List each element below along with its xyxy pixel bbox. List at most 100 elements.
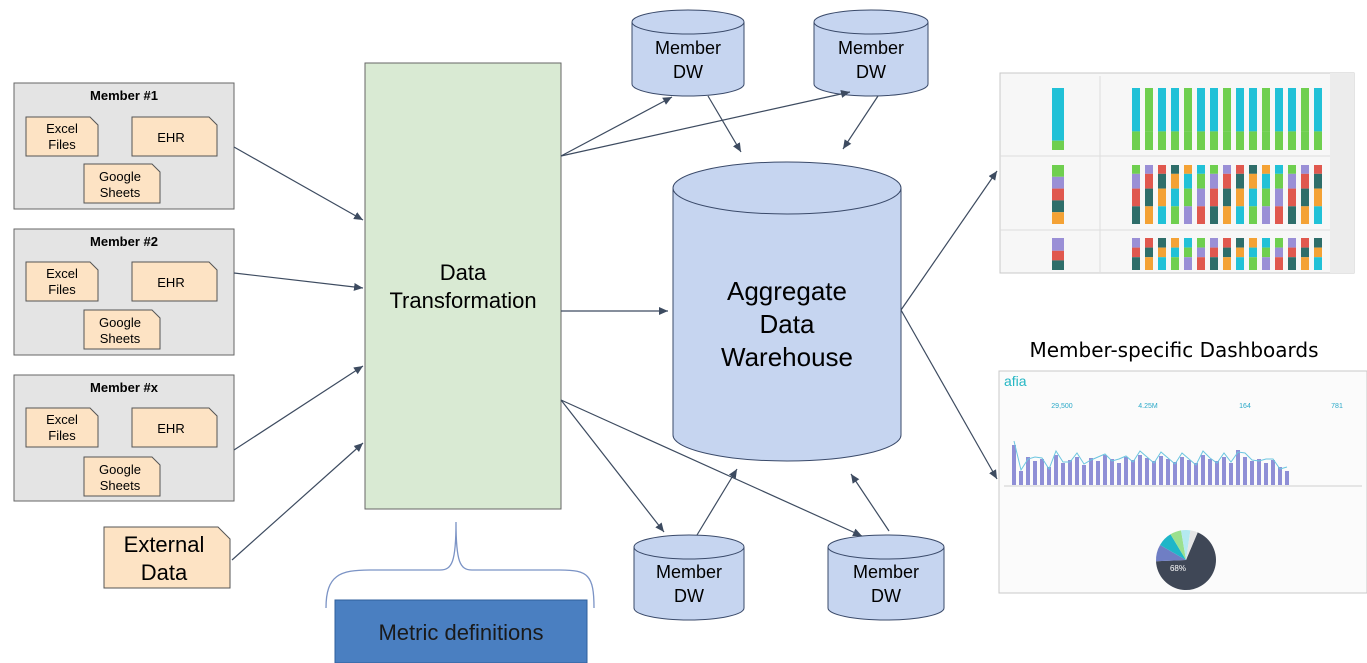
stacked-bar-segment (1262, 188, 1270, 207)
dashboard-bar (1159, 456, 1163, 485)
stacked-bar-segment (1184, 131, 1192, 150)
stacked-bar-segment (1249, 88, 1257, 132)
stacked-bar-segment (1314, 131, 1322, 150)
ehr-doc-icon (131, 407, 218, 448)
data-transformation-group: Data Transformation (364, 62, 562, 510)
stacked-bar-segment (1275, 247, 1283, 258)
dashboard-bar (1236, 450, 1240, 485)
member-title-2: Member #2 (90, 234, 158, 249)
stacked-bar-segment (1223, 173, 1231, 189)
arrow-transform-to-dw4 (560, 399, 863, 537)
cylinder-body (633, 547, 745, 621)
stacked-bar-segment (1145, 206, 1153, 224)
stacked-bar-segment (1275, 188, 1283, 207)
dashboard-bar (1012, 445, 1016, 485)
stacked-bar-segment (1184, 88, 1192, 132)
external-data-label: Data (141, 560, 188, 585)
external-data-label: External (124, 532, 205, 557)
dashboard-bar (1271, 460, 1275, 485)
aggregate-cylinder-body (672, 188, 902, 462)
stacked-bar-segment (1171, 173, 1179, 189)
dashboard-bar (1285, 471, 1289, 485)
dashboard-bar (1124, 457, 1128, 485)
stacked-bar-segment (1171, 88, 1179, 132)
stacked-bar-segment (1223, 206, 1231, 224)
member-dw-label: Member (838, 38, 904, 58)
stacked-bar-segment (1197, 188, 1205, 207)
stacked-bar-segment (1158, 238, 1166, 248)
stacked-bar-segment (1249, 131, 1257, 150)
pie-slice (1156, 532, 1216, 591)
stacked-bar-segment (1275, 206, 1283, 224)
dashboard-bar (1229, 463, 1233, 485)
stacked-bar-segment (1314, 206, 1322, 224)
dashboard-bar (1138, 455, 1142, 485)
ehr-doc-icon (131, 116, 218, 157)
dashboard-bar (1257, 459, 1261, 485)
stacked-bar-segment (1145, 88, 1153, 132)
stacked-bar-segment (1171, 247, 1179, 258)
stacked-bar-segment (1158, 173, 1166, 189)
dashboard-bar (1222, 457, 1226, 485)
stacked-bar-segment (1210, 88, 1218, 132)
ehr-doc-icon (131, 261, 218, 302)
stacked-bar-segment (1184, 247, 1192, 258)
google-sheets-label: Google (99, 169, 141, 184)
stacked-bar-segment (1301, 165, 1309, 174)
dashboard-bar (1145, 458, 1149, 485)
dashboard-bar (1110, 459, 1114, 485)
stacked-bar-segment (1052, 140, 1064, 150)
stacked-bar-segment (1052, 238, 1064, 251)
stacked-bar-segment (1171, 131, 1179, 150)
stacked-bar-segment (1288, 165, 1296, 174)
data-transformation-box (364, 62, 562, 510)
stacked-bar-segment (1314, 88, 1322, 132)
stacked-bar-segment (1184, 238, 1192, 248)
stacked-bar-segment (1132, 131, 1140, 150)
dashboard-thumbnail-1 (999, 72, 1355, 274)
pie-percent-label: 68% (1170, 564, 1186, 573)
excel-files-doc-icon (25, 261, 99, 302)
google-sheets-label: Sheets (100, 185, 141, 200)
stacked-bar-segment (1223, 257, 1231, 270)
cylinder-body (827, 547, 945, 621)
dashboard-thumbnail-2: afia 29,500 4.25M 164 781 68% (998, 370, 1367, 594)
stacked-bar-segment (1145, 173, 1153, 189)
stacked-bar-segment (1132, 188, 1140, 207)
cylinder-body (813, 22, 929, 97)
dashboard-bar (1103, 455, 1107, 485)
member-title-1: Member #1 (90, 88, 158, 103)
aggregate-label: Data (760, 309, 815, 339)
kpi-value: 164 (1239, 403, 1251, 410)
arrow-external-to-transform (231, 442, 364, 561)
stacked-bar-segment (1132, 206, 1140, 224)
stacked-bar-segment (1288, 247, 1296, 258)
arrow-memberx-to-transform (233, 365, 364, 451)
stacked-bar-segment (1184, 206, 1192, 224)
stacked-bar-segment (1052, 188, 1064, 201)
dashboard-bar (1061, 463, 1065, 485)
stacked-bar-segment (1145, 257, 1153, 270)
stacked-bar-segment (1223, 188, 1231, 207)
dashboard-bar (1278, 467, 1282, 485)
google-sheets-label: Google (99, 315, 141, 330)
pie-slice (1186, 530, 1198, 560)
excel-files-label: Excel (46, 412, 78, 427)
member-dw-label: Member (656, 562, 722, 582)
member-dw-label: DW (871, 586, 901, 606)
arrow-dw1-to-aggregate (707, 95, 742, 153)
stacked-bar-segment (1275, 173, 1283, 189)
dashboard-bar (1019, 471, 1023, 485)
metric-definitions-box (334, 599, 588, 663)
ehr-label: EHR (157, 275, 184, 290)
aggregate-label: Warehouse (721, 342, 853, 372)
stacked-bar-segment (1132, 88, 1140, 132)
member-dw-top-right: Member DW (813, 9, 929, 97)
kpi-value: 29,500 (1051, 403, 1073, 410)
stacked-bar-segment (1275, 257, 1283, 270)
stacked-bar-segment (1197, 206, 1205, 224)
pie-slice (1156, 544, 1186, 562)
arrow-transform-to-dw2 (560, 90, 851, 157)
dashboard-trend-line (1013, 440, 1288, 472)
